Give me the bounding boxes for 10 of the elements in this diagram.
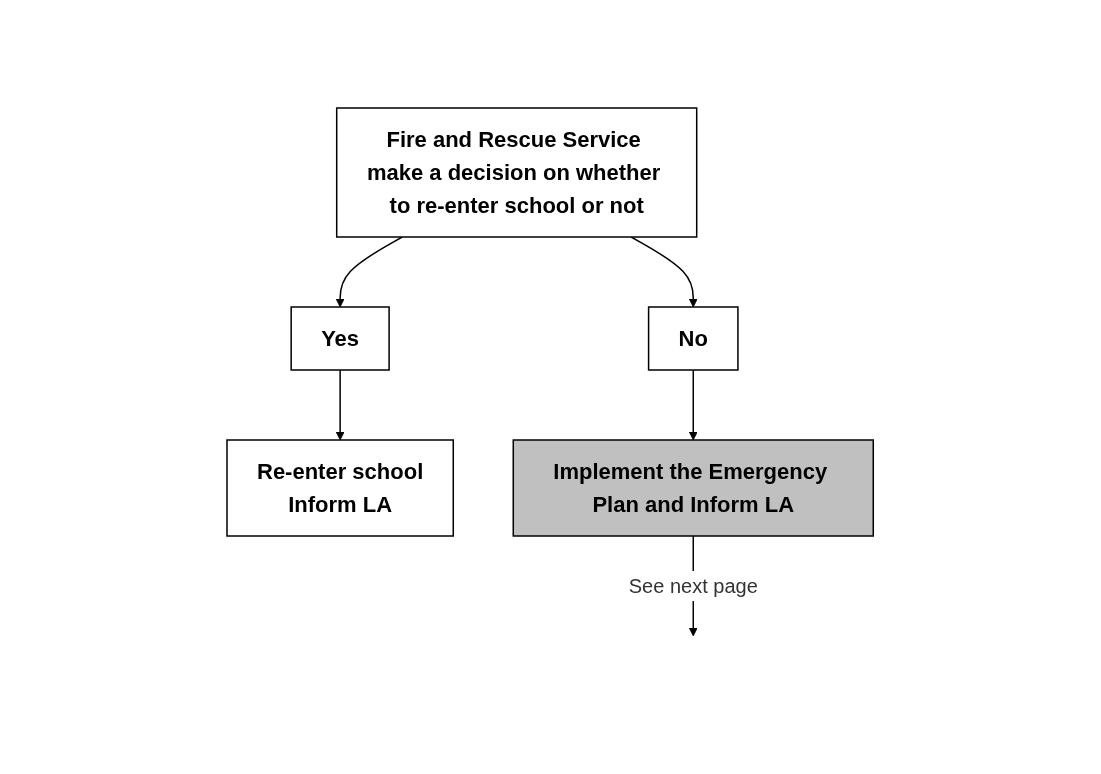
arrow <box>336 236 404 308</box>
node-box: Fire and Rescue Service make a decision on whether to re-enter school or not <box>336 107 698 238</box>
arrow <box>336 369 345 441</box>
node-box: Yes <box>290 306 391 371</box>
arrow <box>689 369 699 441</box>
node-box: Re-enter school Inform LA <box>226 439 455 537</box>
edge-label: See next page <box>629 575 759 597</box>
node-box: No <box>648 306 740 371</box>
node-box: Implement the Emergency Plan and Inform LA <box>512 439 875 537</box>
arrow <box>630 236 699 308</box>
